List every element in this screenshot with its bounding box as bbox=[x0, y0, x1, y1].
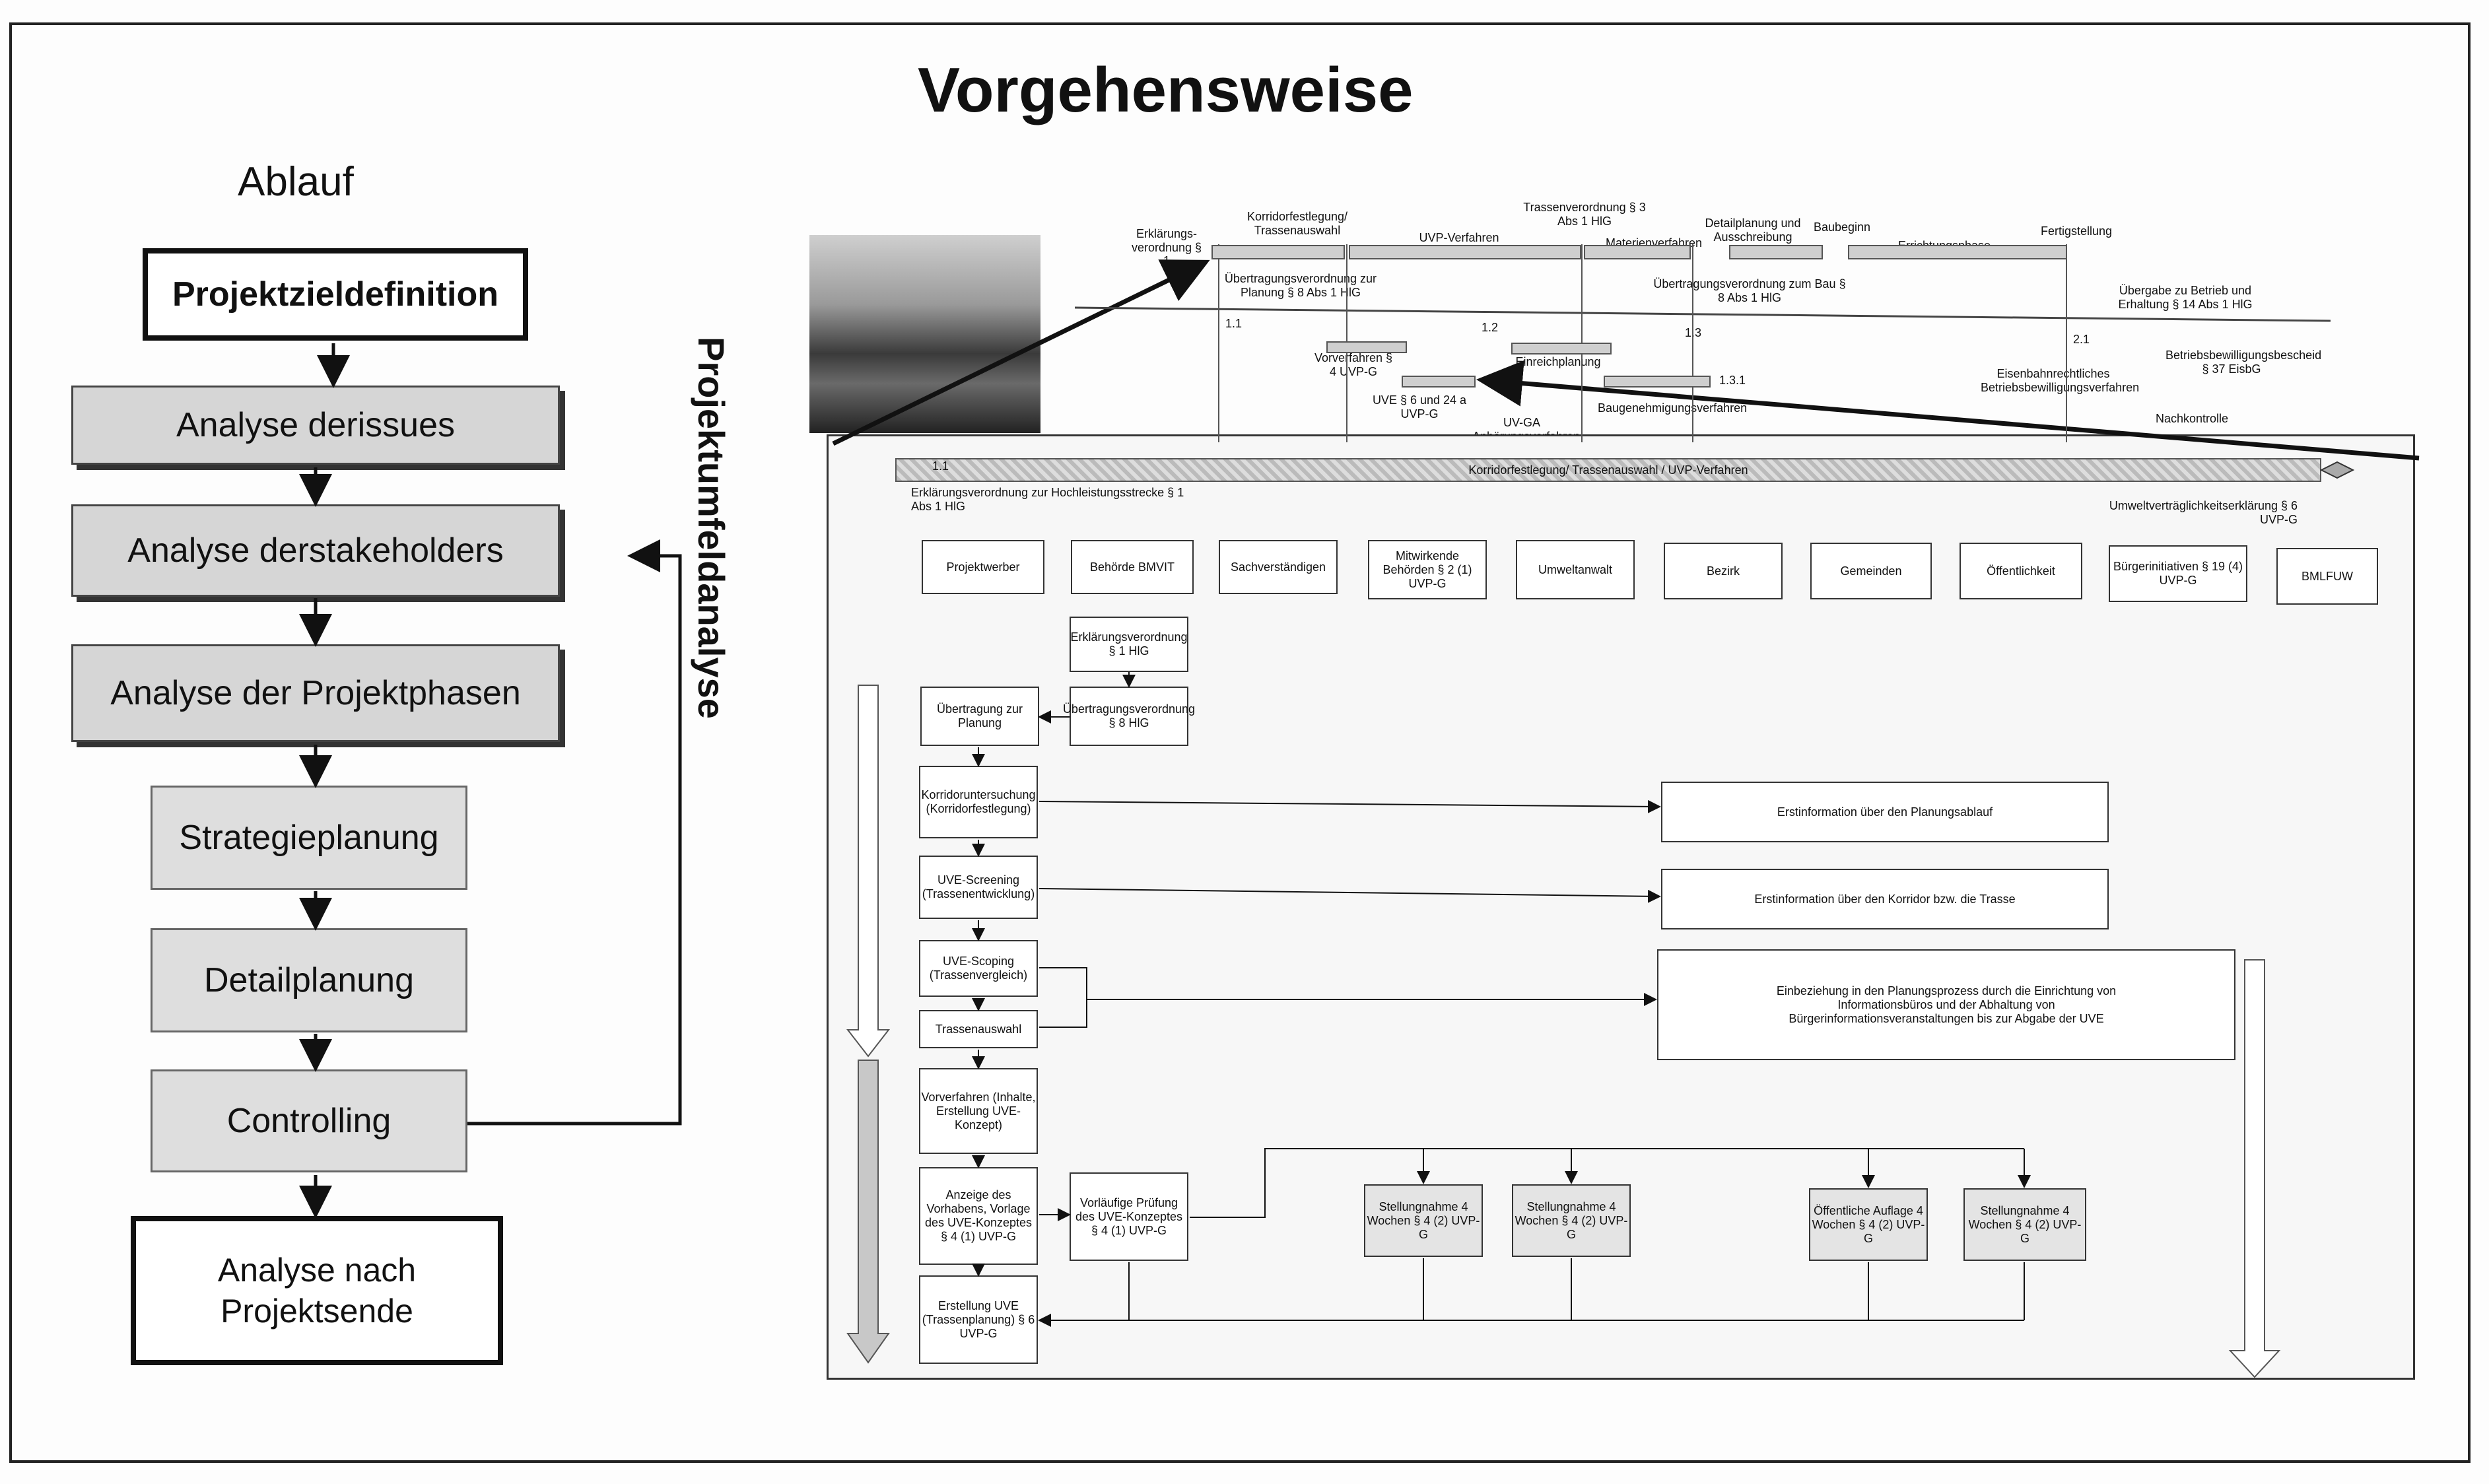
timeline-label: UVE § 6 und 24 a UVP-G bbox=[1372, 393, 1467, 421]
step-analyse-issues: Analyse derissues bbox=[71, 386, 560, 465]
timeline-marker: 1.1 bbox=[1225, 317, 1243, 330]
authority-box: Übertragungsverordnung § 8 HlG bbox=[1063, 687, 1195, 746]
timeline-label: Eisenbahnrechtliches Betriebsbewilligung… bbox=[1981, 367, 2140, 394]
step-analyse-projektsende: Analyse nach Projektsende bbox=[131, 1216, 503, 1365]
step-controlling: Controlling bbox=[151, 1069, 467, 1172]
timeline-marker: 1.2 bbox=[1482, 321, 1499, 334]
statement-box: Stellungnahme 4 Wochen § 4 (2) UVP-G bbox=[1512, 1184, 1631, 1257]
step-detailplanung: Detailplanung bbox=[151, 928, 467, 1032]
band-left-label: Erklärungsverordnung zur Hochleistungsst… bbox=[911, 486, 1184, 513]
ablauf-heading: Ablauf bbox=[238, 159, 354, 205]
actor-box: BMLFUW bbox=[2276, 548, 2378, 605]
actor-box: Bezirk bbox=[1664, 543, 1783, 599]
timeline-label: UVP-Verfahren bbox=[1419, 231, 1499, 244]
actor-box: Projektwerber bbox=[922, 540, 1044, 594]
process-box: Anzeige des Vorhabens, Vorlage des UVE-K… bbox=[919, 1167, 1038, 1265]
timeline-label: Fertigstellung bbox=[2040, 224, 2113, 238]
actor-box: Umweltanwalt bbox=[1516, 540, 1635, 599]
step-analyse-projektphasen: Analyse der Projektphasen bbox=[71, 644, 560, 742]
statement-box: Stellungnahme 4 Wochen § 4 (2) UVP-G bbox=[1963, 1188, 2086, 1261]
process-box: UVE-Scoping (Trassenvergleich) bbox=[919, 940, 1038, 997]
step-projektzieldefinition: Projektzieldefinition bbox=[143, 248, 528, 341]
statement-box: Öffentliche Auflage 4 Wochen § 4 (2) UVP… bbox=[1809, 1188, 1928, 1261]
info-box: Einbeziehung in den Planungsprozess durc… bbox=[1657, 949, 2235, 1060]
timeline-label: Baubeginn bbox=[1813, 220, 1871, 234]
uvp-band: Korridorfestlegung/ Trassenauswahl / UVP… bbox=[895, 458, 2321, 482]
projektumfeldanalyse-label: Projektumfeldanalyse bbox=[691, 337, 732, 719]
timeline-label: Übertragungsverordnung zur Planung § 8 A… bbox=[1224, 272, 1377, 299]
step-strategieplanung: Strategieplanung bbox=[151, 786, 467, 890]
band-marker: 1.1 bbox=[932, 459, 949, 473]
actor-box: Bürgerinitiativen § 19 (4) UVP-G bbox=[2109, 545, 2247, 602]
timeline-label: Vorverfahren § 4 UVP-G bbox=[1314, 351, 1393, 378]
step-analyse-stakeholders: Analyse derstakeholders bbox=[71, 504, 560, 597]
process-box: Trassenauswahl bbox=[919, 1010, 1038, 1048]
actor-box: Öffentlichkeit bbox=[1960, 543, 2082, 599]
info-box: Erstinformation über den Planungsablauf bbox=[1661, 782, 2109, 842]
actor-box: Mitwirkende Behörden § 2 (1) UVP-G bbox=[1368, 540, 1487, 599]
timeline-label: Übergabe zu Betrieb und Erhaltung § 14 A… bbox=[2118, 284, 2253, 311]
slide-title: Vorgehensweise bbox=[918, 55, 1414, 125]
timeline-label: Korridorfestlegung/ Trassenauswahl bbox=[1246, 210, 1348, 237]
process-box: Übertragung zur Planung bbox=[920, 687, 1039, 746]
process-box: Vorverfahren (Inhalte, Erstellung UVE-Ko… bbox=[919, 1068, 1038, 1154]
slide-frame bbox=[9, 22, 2471, 1463]
timeline-label: Betriebsbewilligungsbescheid § 37 EisbG bbox=[2165, 349, 2322, 376]
timeline-label: Trassenverordnung § 3 Abs 1 HlG bbox=[1523, 201, 1646, 228]
timeline-label: Einreichplanung bbox=[1515, 355, 1601, 368]
authority-box: Vorläufige Prüfung des UVE-Konzeptes § 4… bbox=[1070, 1172, 1188, 1261]
actor-box: Behörde BMVIT bbox=[1071, 540, 1194, 594]
timeline-label: Nachkontrolle bbox=[2155, 412, 2229, 425]
process-box: UVE-Screening (Trassenentwicklung) bbox=[919, 856, 1038, 919]
actor-box: Sachverständigen bbox=[1219, 540, 1338, 594]
statement-box: Stellungnahme 4 Wochen § 4 (2) UVP-G bbox=[1364, 1184, 1483, 1257]
timeline-label: Detailplanung und Ausschreibung bbox=[1705, 217, 1801, 244]
authority-box: Erklärungsverordnung § 1 HlG bbox=[1070, 617, 1188, 672]
process-box: Erstellung UVE (Trassenplanung) § 6 UVP-… bbox=[919, 1275, 1038, 1364]
timeline-marker: 2.1 bbox=[2073, 333, 2090, 346]
timeline-label: Übertragungsverordnung zum Bau § 8 Abs 1… bbox=[1653, 277, 1846, 304]
timeline-marker: 1.3.1 bbox=[1719, 374, 1746, 387]
band-right-label: Umweltverträglichkeitserklärung § 6 UVP-… bbox=[2109, 499, 2298, 526]
actor-box: Gemeinden bbox=[1810, 543, 1932, 599]
info-box: Erstinformation über den Korridor bzw. d… bbox=[1661, 869, 2109, 929]
